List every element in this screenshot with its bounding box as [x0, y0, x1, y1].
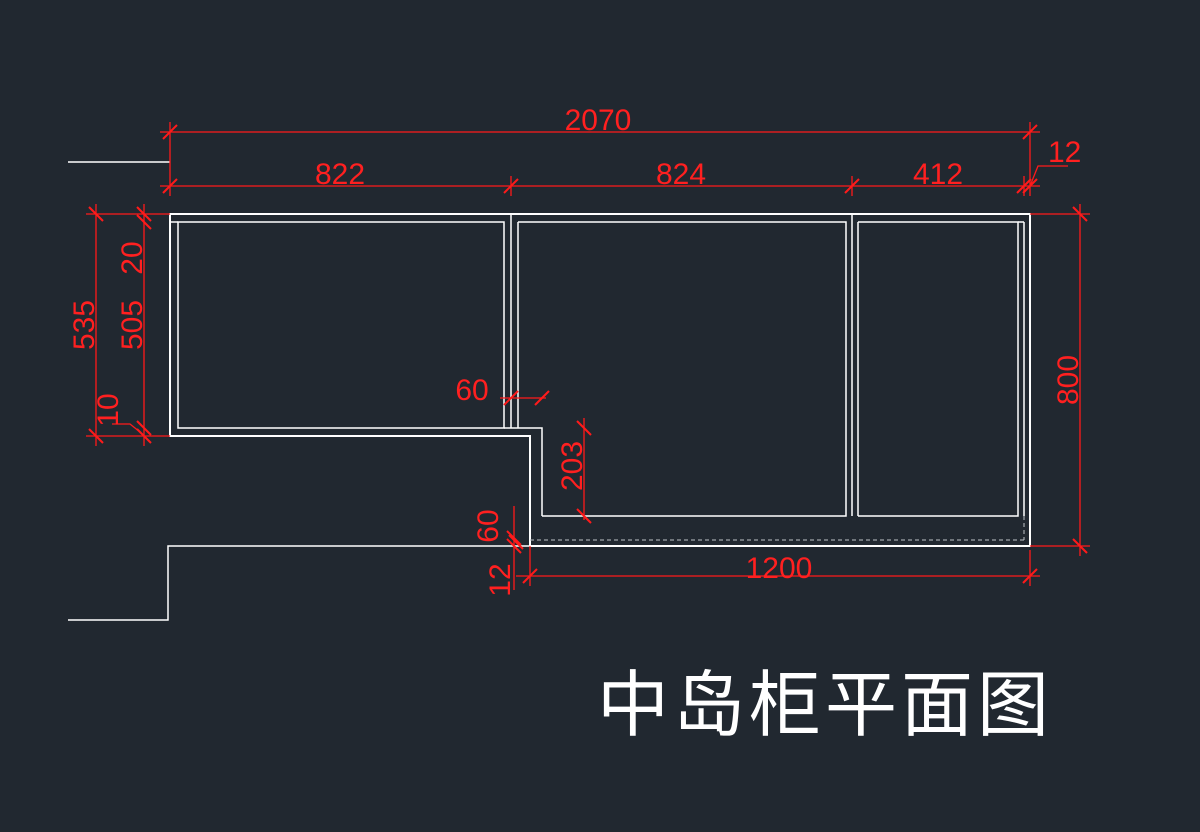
- tick: [1016, 178, 1032, 194]
- tick: [506, 538, 522, 554]
- tick: [506, 530, 522, 546]
- step-corner: [504, 427, 543, 516]
- dim-label-12-top: 12: [1048, 136, 1081, 169]
- tick: [576, 420, 592, 436]
- middle-cabinet-inner: [518, 221, 847, 517]
- right-cabinet-inner: [858, 221, 1019, 517]
- tick: [534, 390, 550, 406]
- tick: [136, 206, 152, 222]
- dim-label-824: 824: [656, 158, 706, 191]
- tick: [88, 206, 104, 222]
- tick: [503, 178, 519, 194]
- dim-label-20: 20: [116, 241, 149, 274]
- tick: [844, 178, 860, 194]
- dim-12-leader: [1029, 165, 1068, 187]
- tick: [136, 214, 152, 230]
- dimension-labels: 2070 822 824 412 12 535 505 20 10 800 60…: [68, 104, 1085, 597]
- tick: [1022, 124, 1038, 140]
- tick: [576, 508, 592, 524]
- dim-label-10: 10: [92, 393, 125, 426]
- dim-label-60-step: 60: [455, 374, 488, 407]
- tick: [1022, 568, 1038, 584]
- tick: [162, 178, 178, 194]
- dim-label-203: 203: [556, 441, 589, 491]
- dim-label-800: 800: [1052, 355, 1085, 405]
- dim-label-535: 535: [68, 300, 101, 350]
- tick: [162, 124, 178, 140]
- dim-label-412: 412: [913, 158, 963, 191]
- tick: [136, 420, 152, 436]
- dim-label-1200: 1200: [746, 552, 813, 585]
- dim-label-12-bottom: 12: [484, 563, 517, 596]
- tick: [522, 568, 538, 584]
- drawing-title: 中岛柜平面图: [597, 663, 1053, 747]
- tick: [503, 390, 519, 406]
- dim-label-2070: 2070: [565, 104, 632, 137]
- dimension-lines: [86, 122, 1090, 590]
- tick: [1072, 538, 1088, 554]
- wall-line-bottom: [68, 545, 530, 621]
- dim-label-505: 505: [116, 300, 149, 350]
- dim-label-822: 822: [315, 158, 365, 191]
- outer-boundary: [169, 213, 1031, 547]
- dim-10-leader: [112, 423, 141, 433]
- dim-label-60-bottom: 60: [472, 509, 505, 542]
- tick: [1072, 206, 1088, 222]
- tick: [508, 534, 524, 550]
